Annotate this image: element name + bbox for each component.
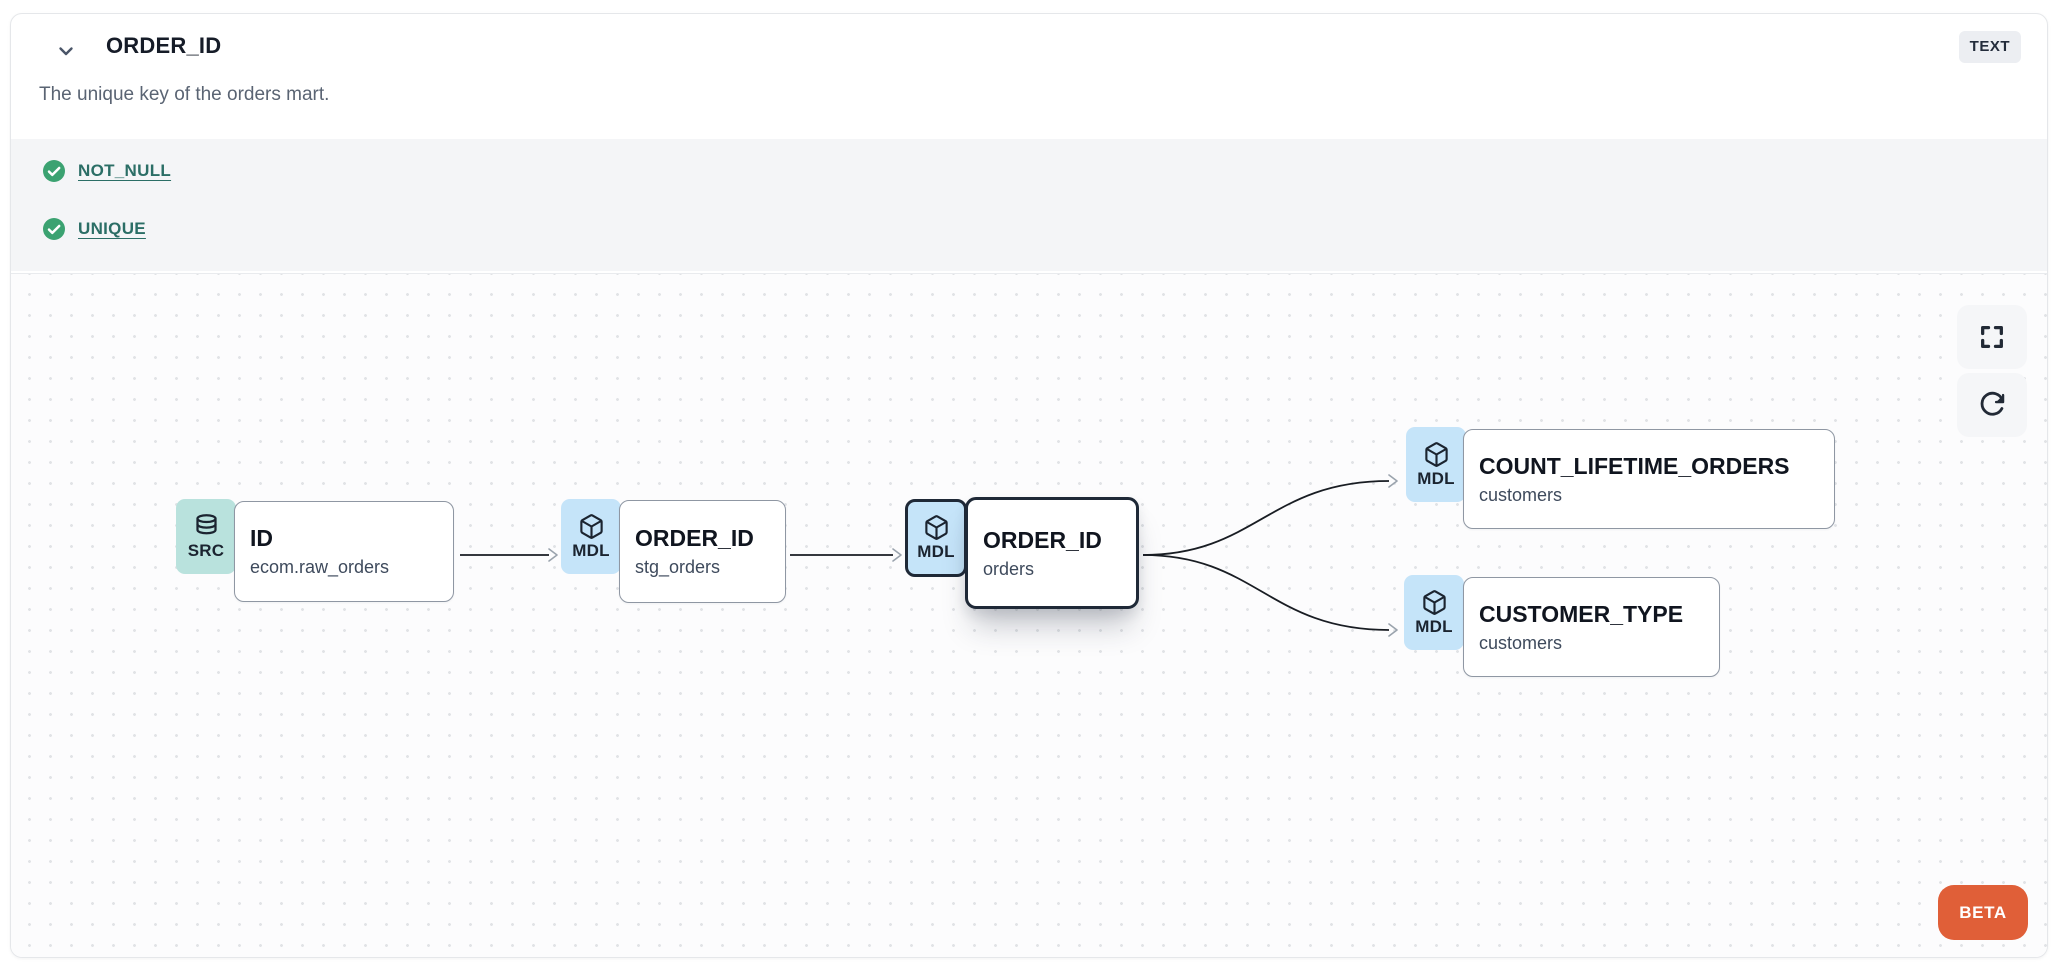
fullscreen-icon: [1981, 326, 2003, 348]
refresh-button[interactable]: [1957, 373, 2027, 437]
node-subtitle: customers: [1479, 484, 1563, 505]
test-link-unique[interactable]: UNIQUE: [78, 219, 146, 238]
edge-orders-to-customer-type: [1142, 554, 1390, 631]
node-type-label: SRC: [187, 540, 225, 560]
refresh-icon: [1980, 391, 2005, 416]
edge-orders-to-count: [1142, 480, 1390, 556]
test-row-unique: UNIQUE: [42, 217, 2047, 241]
column-name-title: ORDER_ID: [106, 33, 222, 58]
node-type-badge-mdl: MDL: [905, 499, 967, 577]
node-card[interactable]: ORDER_ID orders: [965, 497, 1139, 609]
node-type-label: MDL: [572, 540, 610, 560]
node-subtitle: customers: [1479, 632, 1563, 653]
node-card[interactable]: ORDER_ID stg_orders: [619, 500, 786, 603]
node-type-badge-mdl: MDL: [1406, 427, 1466, 502]
tests-section: NOT_NULL UNIQUE: [11, 139, 2047, 271]
arrowhead: [1388, 623, 1398, 637]
node-type-badge-mdl: MDL: [561, 499, 621, 574]
lineage-edges: [460, 474, 1398, 637]
check-circle-icon: [43, 218, 65, 240]
node-type-label: MDL: [1417, 468, 1455, 488]
fullscreen-button[interactable]: [1957, 305, 2027, 369]
node-type-label: MDL: [917, 542, 955, 561]
collapse-toggle-button[interactable]: [52, 38, 80, 66]
check-circle-icon: [43, 160, 65, 182]
column-type-badge: TEXT: [1958, 31, 2021, 63]
arrowhead: [548, 548, 558, 562]
node-title: ORDER_ID: [983, 526, 1102, 553]
node-card[interactable]: COUNT_LIFETIME_ORDERS customers: [1463, 429, 1835, 529]
test-link-not-null[interactable]: NOT_NULL: [78, 161, 172, 180]
column-description: The unique key of the orders mart.: [39, 84, 330, 105]
node-card[interactable]: ID ecom.raw_orders: [234, 501, 454, 602]
test-row-not-null: NOT_NULL: [42, 159, 2047, 183]
node-type-label: MDL: [1415, 616, 1453, 636]
column-detail-card: ORDER_ID TEXT The unique key of the orde…: [10, 13, 2048, 958]
arrowhead: [1388, 474, 1398, 488]
arrowhead: [892, 548, 902, 562]
database-icon: [195, 513, 217, 534]
node-title: COUNT_LIFETIME_ORDERS: [1479, 452, 1790, 479]
node-title: ID: [250, 525, 273, 551]
node-title: CUSTOMER_TYPE: [1479, 600, 1684, 627]
cube-icon: [924, 515, 948, 540]
lineage-canvas[interactable]: SRC ID ecom.raw_orders MDL ORDER_ID stg_…: [11, 273, 2047, 957]
node-subtitle: orders: [983, 558, 1035, 579]
node-card[interactable]: CUSTOMER_TYPE customers: [1463, 577, 1720, 677]
chevron-down-icon: [55, 40, 77, 65]
node-subtitle: ecom.raw_orders: [250, 557, 390, 577]
node-type-badge-src: SRC: [176, 499, 236, 574]
cube-icon: [1424, 441, 1448, 467]
node-type-badge-mdl: MDL: [1404, 575, 1464, 650]
beta-badge: BETA: [1938, 885, 2028, 940]
node-subtitle: stg_orders: [635, 557, 721, 577]
node-title: ORDER_ID: [635, 525, 754, 551]
cube-icon: [579, 513, 603, 539]
cube-icon: [1422, 589, 1446, 615]
